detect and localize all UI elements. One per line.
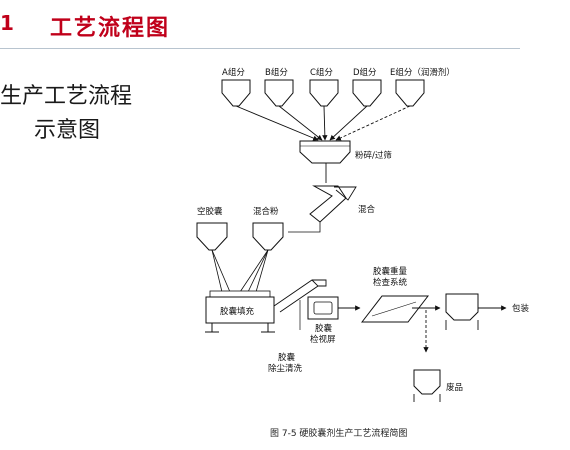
mixed-powder-hopper — [252, 222, 284, 251]
flow-mix-powder-line — [288, 222, 321, 233]
mixer — [309, 185, 357, 223]
figure-caption: 图 7-5 硬胶囊剂生产工艺流程简图 — [270, 427, 407, 439]
flow-e-line — [335, 105, 411, 141]
component-e-label: E组分（润滑剂） — [390, 67, 455, 78]
side-title: 生产工艺流程 示意图 — [0, 80, 170, 148]
crush-label: 粉碎/过筛 — [355, 150, 392, 161]
package-container — [445, 293, 479, 330]
component-c-label: C组分 — [310, 67, 333, 78]
component-d-label: D组分 — [353, 67, 377, 78]
component-b-label: B组分 — [265, 67, 288, 78]
hopper-b — [264, 79, 294, 107]
component-a-label: A组分 — [222, 67, 245, 78]
inspect-label-1: 胶囊 — [315, 323, 333, 334]
hopper-a — [221, 79, 251, 107]
inspect-label-2: 检视屏 — [310, 334, 336, 345]
waste-label: 废品 — [446, 382, 463, 393]
filling-label: 胶囊填充 — [220, 306, 255, 317]
weight-label-2: 检查系统 — [373, 277, 408, 288]
weight-check-system — [360, 295, 430, 323]
side-title-line2: 示意图 — [34, 118, 101, 143]
crusher-sieve — [299, 140, 351, 164]
mixed-powder-label: 混合粉 — [253, 206, 279, 217]
dedust-label-1: 胶囊 — [278, 352, 296, 363]
dedust-chute — [273, 279, 327, 330]
flow-b-line — [278, 105, 323, 141]
feed-line-4 — [247, 249, 269, 293]
hopper-d — [352, 79, 382, 107]
dedust-label-2: 除尘清洗 — [268, 363, 303, 374]
empty-capsule-hopper — [196, 222, 228, 251]
capsule-filling-machine — [205, 290, 275, 333]
mix-label: 混合 — [358, 204, 376, 215]
feed-line-1 — [211, 249, 223, 293]
flow-c-line — [322, 105, 328, 141]
waste-container — [413, 369, 441, 402]
slide-header: 1 工艺流程图 — [0, 0, 570, 52]
weight-label-1: 胶囊重量 — [373, 266, 408, 277]
side-title-line1: 生产工艺流程 — [0, 84, 133, 109]
header-divider — [0, 48, 520, 49]
empty-capsule-label: 空胶囊 — [197, 206, 223, 217]
feed-line-3 — [239, 249, 269, 293]
flow-a-line — [235, 105, 319, 141]
hopper-e — [395, 79, 425, 107]
inspection-screen — [307, 296, 339, 320]
hopper-c — [309, 79, 339, 107]
package-label: 包装 — [512, 303, 530, 314]
flow-d-line — [329, 105, 368, 141]
feed-line-2 — [211, 249, 231, 293]
page-title: 工艺流程图 — [50, 16, 171, 41]
feed-line-5 — [255, 249, 269, 293]
